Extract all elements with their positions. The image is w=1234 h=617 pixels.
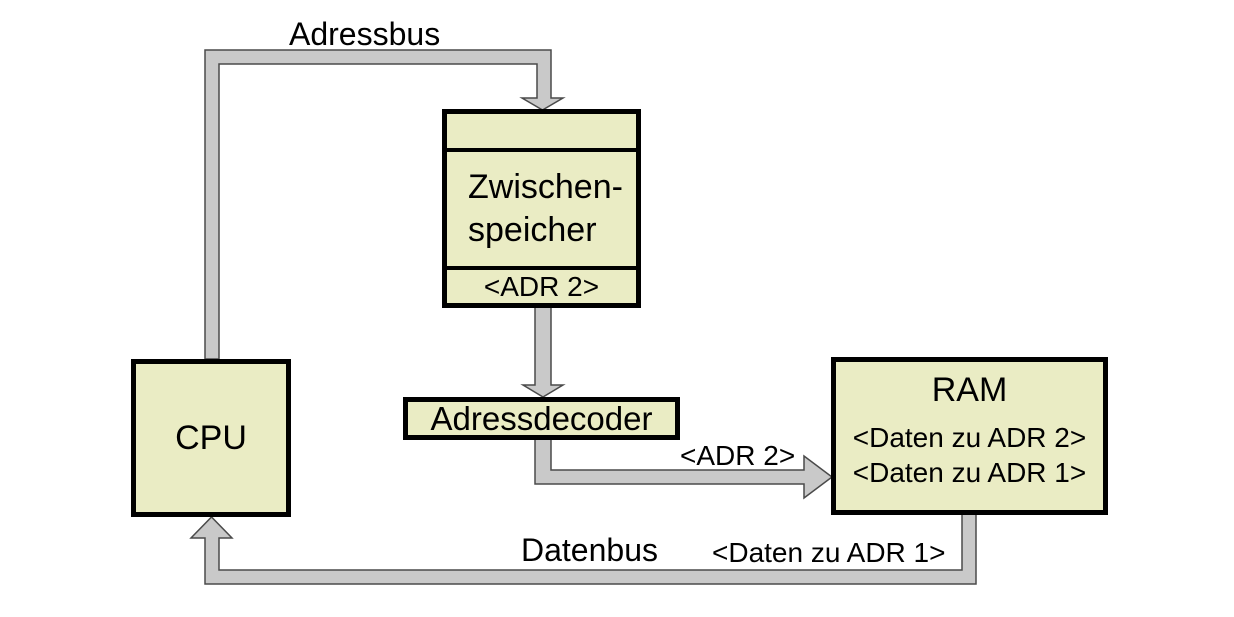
buffer-empty-slot xyxy=(447,114,636,148)
ram-node: RAM <Daten zu ADR 2> <Daten zu ADR 1> xyxy=(831,357,1108,515)
datenbus-signal-label: <Daten zu ADR 1> xyxy=(712,537,946,568)
buffer-to-decoder-pipe xyxy=(520,306,566,398)
buffer-address-slot: <ADR 2> xyxy=(447,266,636,303)
adressbus-pipe xyxy=(204,49,566,360)
buffer-label-line1: Zwischen- xyxy=(468,168,623,206)
cpu-node: CPU xyxy=(131,359,291,517)
adressbus-label: Adressbus xyxy=(289,16,441,52)
datenbus-pipe xyxy=(189,513,977,585)
decoder-to-ram-pipe xyxy=(534,438,834,500)
buffer-address-value: <ADR 2> xyxy=(483,270,600,302)
ram-label: RAM xyxy=(931,371,1008,409)
buffer-label-line2: speicher xyxy=(468,211,597,249)
decoder-to-ram-signal-label: <ADR 2> xyxy=(680,440,796,471)
datenbus-label: Datenbus xyxy=(521,532,658,568)
ram-data-row-2: <Daten zu ADR 1> xyxy=(852,457,1087,488)
address-decoder-node: Adressdecoder xyxy=(403,397,680,440)
ram-data-row-1: <Daten zu ADR 2> xyxy=(852,422,1087,453)
cpu-label: CPU xyxy=(175,418,247,457)
buffer-label: Zwischen- speicher xyxy=(447,148,636,266)
buffer-node: Zwischen- speicher <ADR 2> xyxy=(442,109,641,308)
address-decoder-label: Adressdecoder xyxy=(430,399,653,437)
